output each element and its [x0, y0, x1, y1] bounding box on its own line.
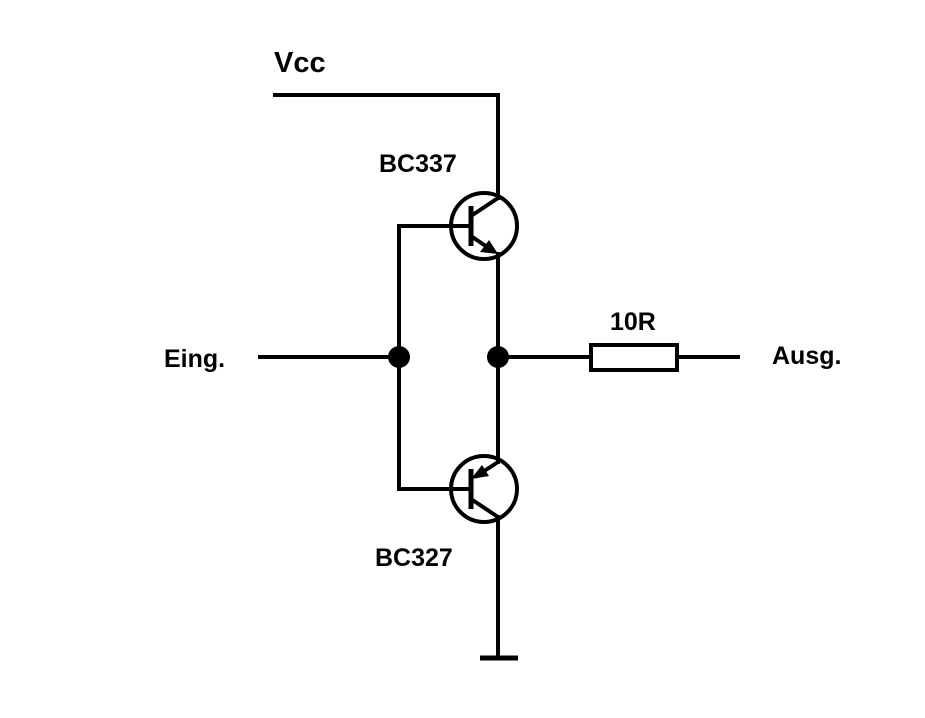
- npn-collector-lead: [469, 196, 500, 218]
- resistor-10r: [589, 343, 679, 372]
- output-label: Ausg.: [772, 342, 841, 370]
- npn-label: BC337: [379, 150, 457, 178]
- pnp-emitter-arrow: [471, 465, 489, 479]
- npn-transistor-bc337: [449, 191, 519, 261]
- resistor-label: 10R: [610, 308, 656, 336]
- junction-dot-base: [388, 346, 410, 368]
- npn-emitter-arrow: [480, 240, 498, 254]
- pnp-label: BC327: [375, 544, 453, 572]
- pnp-transistor-bc327: [449, 454, 519, 524]
- pnp-body-circle: [449, 454, 519, 524]
- input-label: Eing.: [164, 345, 225, 373]
- pnp-collector-lead: [469, 497, 500, 519]
- junction-dot-emitter: [487, 346, 509, 368]
- vcc-label: Vcc: [274, 47, 326, 79]
- vcc-rail: [273, 93, 500, 200]
